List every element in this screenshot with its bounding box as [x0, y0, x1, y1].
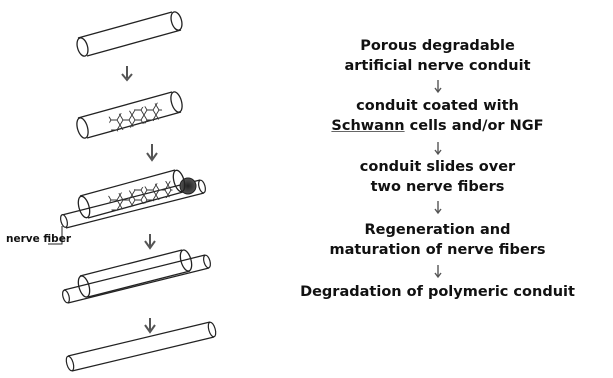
conduit-tube [75, 11, 184, 58]
step-2-line-2-rest: cells and/or NGF [405, 118, 544, 134]
step-3-line-1: conduit slides over [262, 157, 613, 177]
nerve-fiber-label: nerve fiber [6, 233, 71, 245]
down-arrow-icon [145, 234, 155, 248]
step-2-line-2: Schwann cells and/or NGF [262, 116, 613, 136]
step-1-text: Porous degradable artificial nerve condu… [262, 36, 613, 76]
coated-conduit-tube [75, 91, 184, 140]
down-arrow-icon [145, 318, 155, 332]
down-arrow-icon [122, 66, 132, 80]
step-3-line-2: two nerve fibers [262, 177, 613, 197]
down-arrow-icon [434, 265, 442, 279]
schwann-word: Schwann [331, 118, 404, 134]
down-arrow-icon [147, 144, 157, 160]
step-3-text: conduit slides over two nerve fibers [262, 157, 613, 197]
step-4-line-2: maturation of nerve fibers [262, 240, 613, 260]
down-arrow-icon [434, 80, 442, 94]
conduit-over-nerve-fibers [48, 169, 207, 244]
step-5-text: Degradation of polymeric conduit [262, 282, 613, 302]
down-arrow-icon [434, 142, 442, 156]
step-1-line-1: Porous degradable [262, 36, 613, 56]
step-1-line-2: artificial nerve conduit [262, 56, 613, 76]
step-5-line-1: Degradation of polymeric conduit [262, 282, 613, 302]
down-arrow-icon [434, 201, 442, 215]
step-4-text: Regeneration and maturation of nerve fib… [262, 220, 613, 260]
step-2-line-1: conduit coated with [262, 96, 613, 116]
regenerated-nerve [65, 321, 217, 371]
step-2-text: conduit coated with Schwann cells and/or… [262, 96, 613, 136]
regenerating-conduit [61, 249, 211, 304]
step-4-line-1: Regeneration and [262, 220, 613, 240]
